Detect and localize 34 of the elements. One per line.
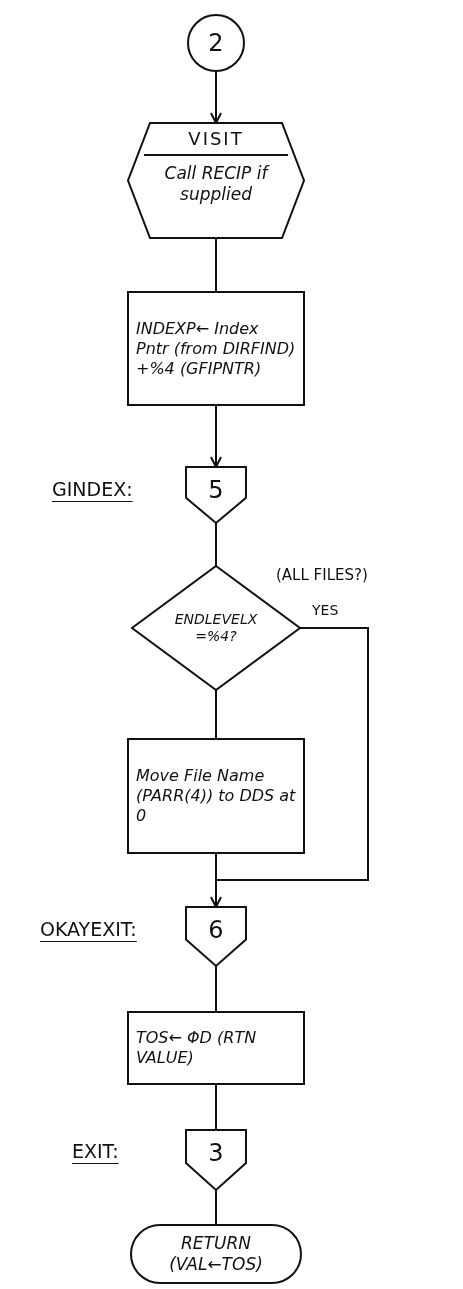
connector-number: 6 [208, 915, 224, 945]
connector-line [215, 965, 217, 1013]
connector-line [215, 522, 217, 567]
node-text: INDEXP← Index Pntr (from DIRFIND) +%4 (GFIPNTR) [136, 318, 296, 379]
connector-number: 3 [208, 1138, 224, 1168]
node-text: Move File Name (PARR(4)) to DDS at 0 [136, 766, 296, 826]
connector-line [215, 1189, 217, 1226]
arrow [210, 70, 222, 124]
connector-line [215, 1083, 217, 1131]
preparation-hexagon [128, 123, 304, 238]
process-box [128, 292, 304, 405]
connector-line [215, 237, 217, 293]
connector-number: 5 [208, 475, 224, 505]
arrow [210, 627, 369, 908]
node-text: Call RECIP if supplied [163, 163, 271, 206]
edge-label: YES [310, 602, 341, 618]
process-box [128, 1012, 304, 1084]
arrow [210, 404, 222, 468]
offpage-connector [186, 467, 246, 523]
entry-label: OKAYEXIT: [40, 918, 137, 940]
node-text: RETURN (VAL←TOS) [168, 1232, 264, 1276]
offpage-connector [186, 1130, 246, 1190]
offpage-connector [186, 907, 246, 966]
heading-text: VISIT [188, 127, 244, 151]
entry-label: EXIT: [72, 1140, 119, 1162]
node-text: ENDLEVELX =%4? [173, 610, 259, 646]
node-text: TOS← ΦD (RTN VALUE) [136, 1028, 258, 1068]
terminator [131, 1225, 301, 1283]
entry-label: GINDEX: [52, 478, 133, 500]
connector-circle [188, 15, 244, 71]
note-text: (ALL FILES?) [276, 566, 368, 584]
connector-number: 2 [208, 28, 224, 58]
process-box [128, 739, 304, 853]
connector-line [215, 689, 217, 740]
